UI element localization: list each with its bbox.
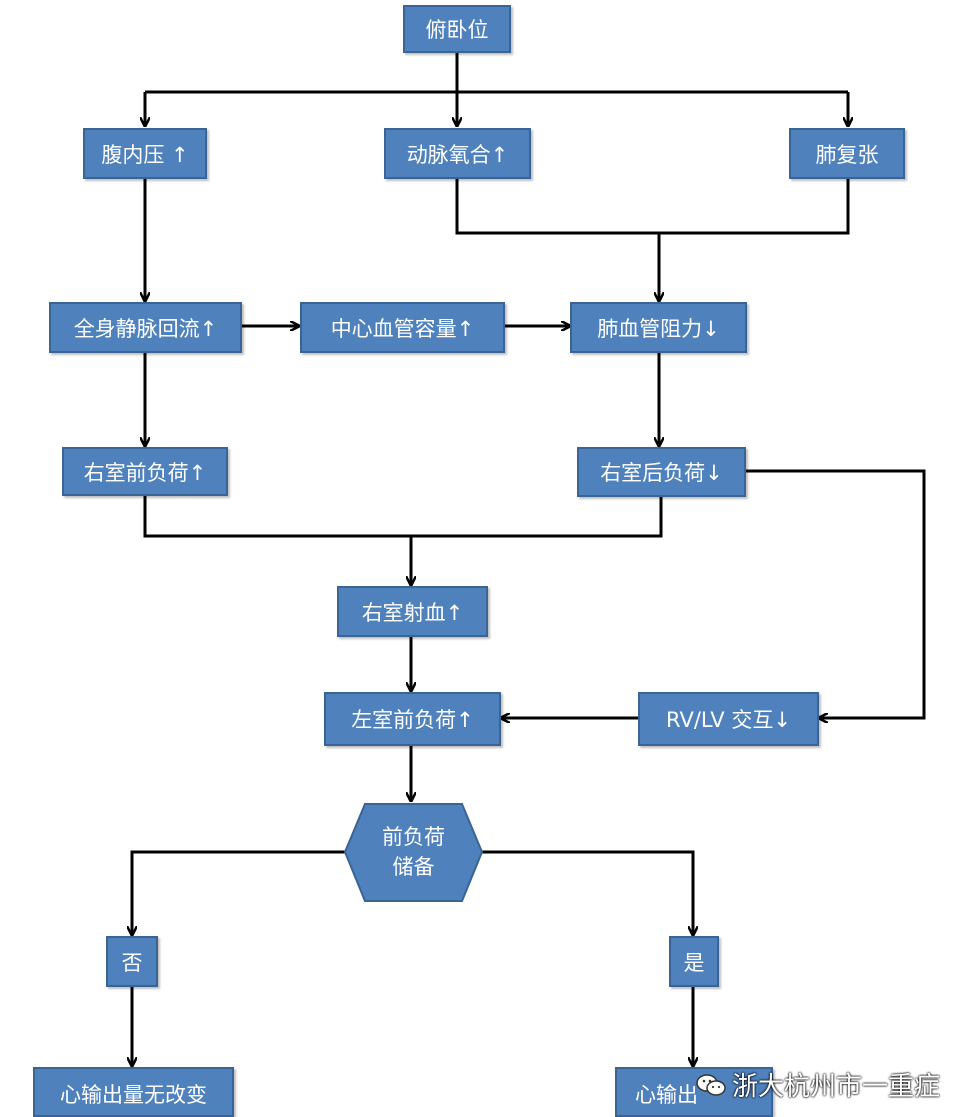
- node-rv-lv-interaction: RV/LV 交互↓: [638, 692, 819, 746]
- node-rv-preload: 右室前负荷↑: [62, 447, 228, 496]
- node-rv-ejection: 右室射血↑: [337, 586, 488, 637]
- watermark: 浙大杭州市一重症: [696, 1066, 940, 1103]
- node-rv-afterload: 右室后负荷↓: [577, 447, 746, 497]
- node-lv-preload: 左室前负荷↑: [324, 692, 501, 746]
- decision-hexagon-preload-reserve: [343, 803, 484, 902]
- node-yes: 是: [669, 936, 719, 987]
- decision-label: 前负荷 储备: [343, 822, 484, 882]
- node-prone: 俯卧位: [403, 5, 511, 53]
- node-central-blood-volume: 中心血管容量↑: [300, 302, 505, 353]
- node-lung-recruitment: 肺复张: [789, 128, 905, 179]
- wechat-icon: [696, 1073, 726, 1096]
- node-abdominal-pressure: 腹内压 ↑: [83, 128, 207, 179]
- decision-label-line1: 前负荷: [382, 825, 445, 849]
- node-arterial-oxygenation: 动脉氧合↑: [384, 128, 531, 179]
- node-no: 否: [106, 936, 158, 987]
- decision-label-line2: 储备: [392, 855, 435, 879]
- watermark-text: 浙大杭州市一重症: [731, 1072, 940, 1102]
- node-pulmonary-vascular-resistance: 肺血管阻力↓: [570, 302, 747, 353]
- node-venous-return: 全身静脉回流↑: [49, 302, 242, 353]
- node-output-unchanged: 心输出量无改变: [33, 1067, 234, 1117]
